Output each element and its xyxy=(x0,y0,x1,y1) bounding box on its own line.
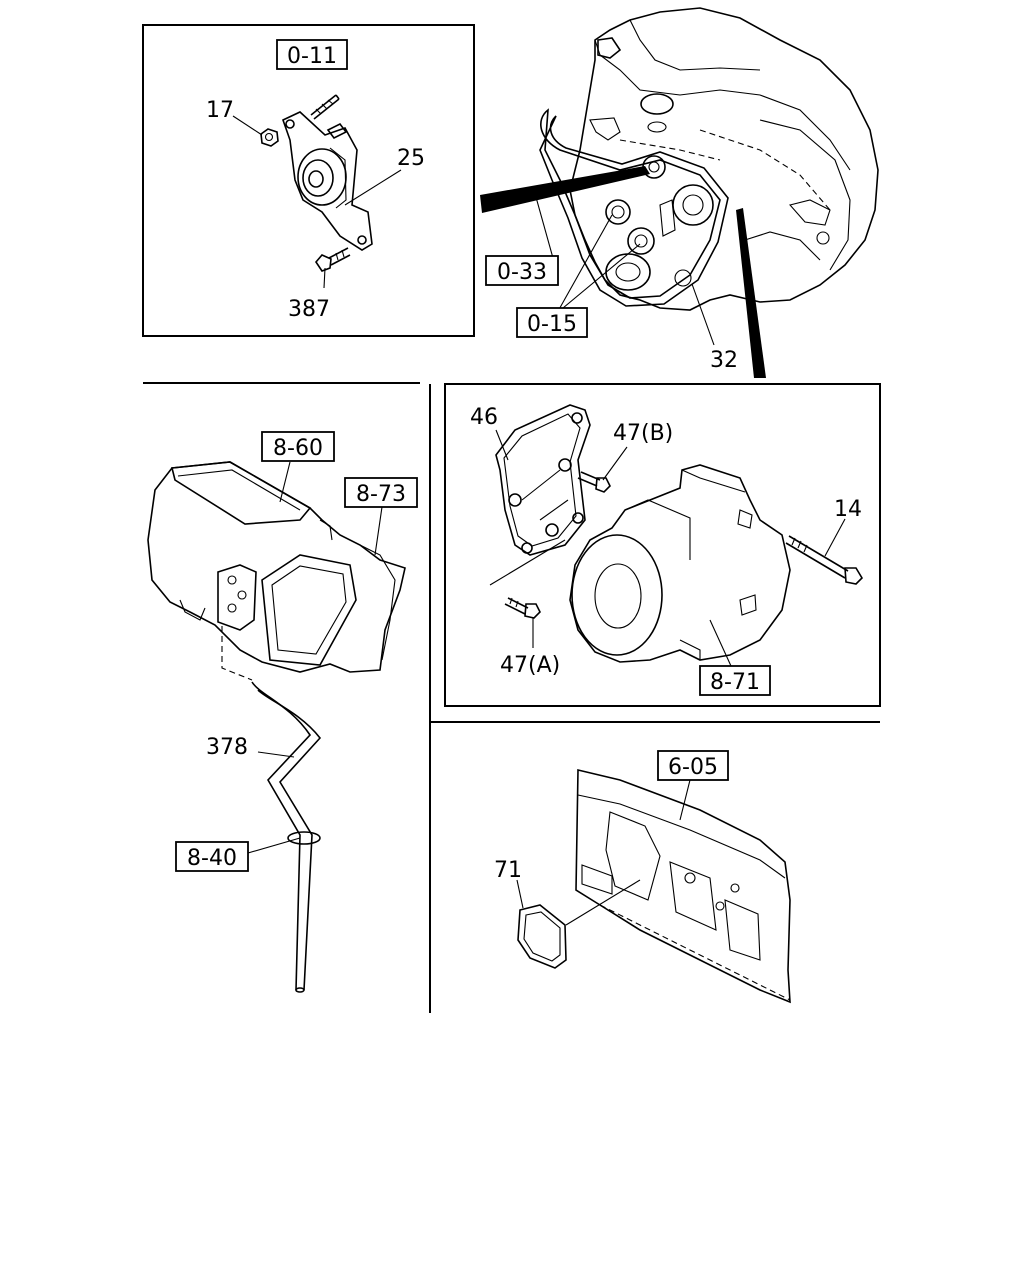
ref-label-6-05: 6-05 xyxy=(668,755,718,780)
part-label-17: 17 xyxy=(206,98,234,123)
part-label-71: 71 xyxy=(494,858,522,883)
ref-label-8-60: 8-60 xyxy=(273,436,323,461)
ref-label-0-15: 0-15 xyxy=(527,312,577,337)
ref-label-8-40: 8-40 xyxy=(187,846,237,871)
drain-hose-drawing xyxy=(251,681,322,993)
ref-label-0-33: 0-33 xyxy=(497,260,547,285)
ref-label-8-71: 8-71 xyxy=(710,670,760,695)
bolt-47a-drawing xyxy=(504,597,541,619)
leader-lines xyxy=(232,115,846,926)
compressor-body-drawing xyxy=(569,464,791,663)
ref-box-0-15: 0-15 xyxy=(516,307,588,338)
ref-label-0-11: 0-11 xyxy=(287,44,337,69)
ref-box-0-11: 0-11 xyxy=(276,39,348,70)
part-label-378: 378 xyxy=(206,735,248,760)
ref-box-8-60: 8-60 xyxy=(261,431,335,462)
part-label-47b: 47(B) xyxy=(613,421,673,446)
part-label-46: 46 xyxy=(470,405,498,430)
part-label-47a: 47(A) xyxy=(500,653,560,678)
grommet-71-drawing xyxy=(517,904,567,969)
ref-box-8-73: 8-73 xyxy=(344,477,418,508)
compressor-panel-frame xyxy=(444,383,881,707)
compressor-bracket-drawing xyxy=(495,404,591,556)
ref-box-8-71: 8-71 xyxy=(699,665,771,696)
part-label-387: 387 xyxy=(288,297,330,322)
ref-box-6-05: 6-05 xyxy=(657,750,729,781)
bolt-47b-drawing xyxy=(577,471,611,493)
tensioner-inset-frame xyxy=(142,24,475,337)
compressor-pointer-wedge xyxy=(736,208,766,378)
engine-drawing xyxy=(539,7,879,311)
part-label-32: 32 xyxy=(710,348,738,373)
ref-box-8-40: 8-40 xyxy=(175,841,249,872)
tensioner-pulley-drawing xyxy=(260,94,373,272)
part-label-25: 25 xyxy=(397,146,425,171)
ref-box-0-33: 0-33 xyxy=(485,255,559,286)
ref-label-8-73: 8-73 xyxy=(356,482,406,507)
heater-unit-drawing xyxy=(147,461,406,681)
part-label-14: 14 xyxy=(834,497,862,522)
dash-panel-drawing xyxy=(575,768,791,1004)
bolt-14-drawing xyxy=(785,535,864,585)
inset-pointer-wedge xyxy=(480,166,650,213)
